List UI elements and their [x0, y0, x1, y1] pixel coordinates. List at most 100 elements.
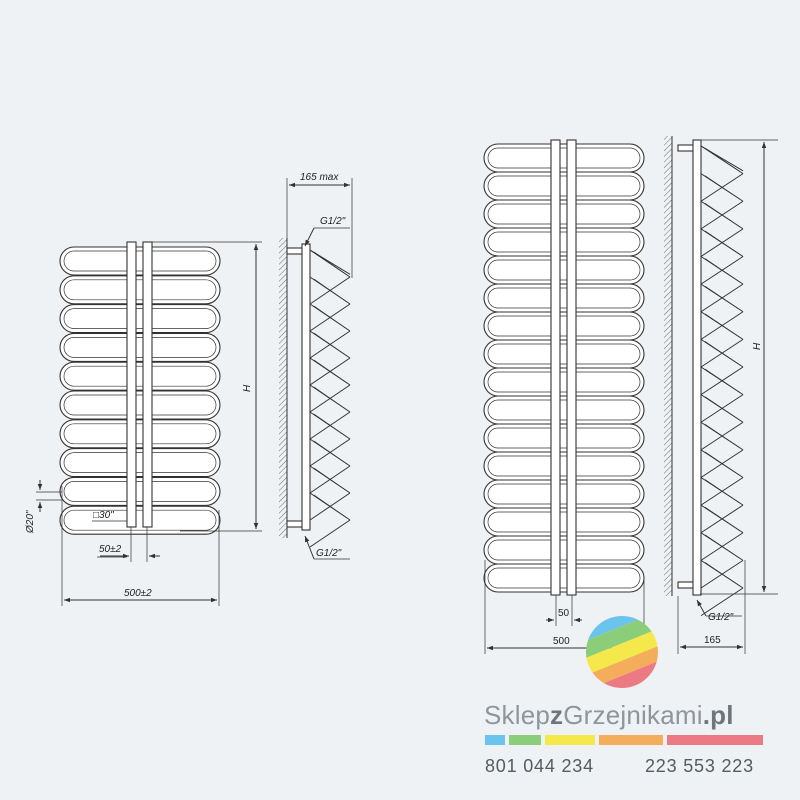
brand-color-bars [485, 735, 763, 745]
zigzag-bar-inner [313, 359, 348, 384]
left-dimension-lines [36, 241, 262, 606]
right-spacing-label: 50 [558, 608, 570, 619]
zigzag-top [309, 249, 351, 275]
heating-loop-inner [487, 259, 641, 281]
brand-logo-icon [575, 605, 669, 699]
heating-loop-inner [487, 427, 641, 449]
zigzag-bar-inner [704, 258, 741, 283]
brand-color-bar [509, 735, 541, 745]
zigzag-bar-inner [704, 562, 741, 587]
left-side-collector [301, 243, 311, 531]
heating-loop-inner [63, 279, 217, 301]
zigzag-top [700, 145, 744, 172]
brand-name-part1: Sklep [484, 700, 551, 730]
zigzag-bar-inner [313, 467, 348, 492]
right-collector-tube-1 [550, 139, 561, 596]
left-collector-square-label: □30" [93, 510, 114, 521]
left-height-label: H [242, 384, 253, 392]
right-side-view-zigzag [700, 145, 744, 617]
zigzag-bar-inner [704, 175, 741, 200]
right-side-dimension-lines [677, 139, 778, 654]
zigzag-bar-inner [704, 396, 741, 421]
brand-name-part4: .pl [702, 700, 734, 730]
heating-loop [59, 246, 221, 276]
left-thread-top-label: G1/2" [320, 216, 346, 227]
right-side-top-connector [677, 144, 695, 152]
heating-loop-inner [487, 203, 641, 225]
right-side-bottom-connector [677, 581, 695, 589]
heating-loop-inner [487, 287, 641, 309]
zigzag-bar [700, 587, 744, 617]
right-width-label: 500 [553, 636, 570, 647]
zigzag-bar-inner [313, 440, 348, 465]
brand-name-part2: z [550, 700, 564, 730]
zigzag-bar [309, 519, 351, 548]
heating-loop [59, 304, 221, 334]
left-width-label: 500±2 [124, 588, 152, 599]
heating-loop-inner [63, 394, 217, 416]
left-collector-tube-2 [142, 241, 153, 528]
heating-loop-inner [487, 567, 641, 589]
zigzag-bar-inner [704, 368, 741, 393]
right-height-label: H [752, 342, 763, 350]
heating-loop-inner [487, 343, 641, 365]
brand-color-bar [485, 735, 505, 745]
left-tube-diameter-label: Ø20" [25, 510, 36, 534]
right-front-view-loops [483, 143, 645, 593]
zigzag-bar-inner [704, 534, 741, 559]
right-thread-label: G1/2" [708, 612, 734, 623]
heating-loop-inner [487, 315, 641, 337]
left-side-view-zigzag [309, 249, 351, 548]
heating-loop-inner [63, 509, 217, 531]
heating-loop-inner [487, 371, 641, 393]
heating-loop [59, 448, 221, 478]
left-side-top-connector [286, 247, 304, 255]
zigzag-bar-inner [313, 332, 348, 357]
right-depth-label: 165 [704, 635, 721, 646]
heating-loop-inner [63, 337, 217, 358]
zigzag-bar-inner [704, 285, 741, 311]
heating-loop-inner [487, 483, 641, 505]
heating-loop-inner [63, 481, 217, 502]
phone-number-2: 223 553 223 [645, 756, 754, 776]
zigzag-bar-inner [704, 479, 741, 504]
heating-loop-inner [487, 231, 641, 253]
left-depth-label: 165 max [300, 172, 339, 183]
zigzag-bar-inner [704, 451, 741, 476]
left-thread-bottom-label: G1/2" [316, 548, 342, 559]
heating-loop [483, 563, 645, 593]
heating-loop [59, 419, 221, 449]
heating-loop-inner [487, 175, 641, 197]
zigzag-bar-inner [313, 494, 348, 519]
left-side-bottom-connector [286, 520, 304, 528]
right-wall-hatch [664, 136, 672, 596]
right-collector-tube-2 [566, 139, 577, 596]
heating-loop-inner [487, 511, 641, 533]
brand-name: SklepzGrzejnikami.pl [484, 700, 734, 731]
zigzag-bar-inner [313, 413, 348, 438]
heating-loop [59, 390, 221, 420]
heating-loop-inner [487, 399, 641, 421]
heating-loop [59, 332, 221, 362]
zigzag-bar-inner [704, 423, 741, 449]
zigzag-bar-inner [704, 313, 741, 338]
zigzag-bar-inner [313, 386, 348, 411]
zigzag-bar-inner [704, 341, 741, 366]
left-collector-tube-1 [126, 241, 137, 528]
brand-color-bar [545, 735, 595, 745]
heating-loop-inner [63, 423, 217, 445]
brand-name-part3: Grzejnikami [563, 700, 703, 730]
zigzag-bar-inner [704, 202, 741, 228]
zigzag-bar-inner [313, 278, 348, 303]
heating-loop-inner [63, 250, 217, 272]
heating-loop [59, 361, 221, 391]
left-spacing-label: 50±2 [99, 544, 122, 555]
right-side-collector [692, 139, 702, 596]
heating-loop-inner [487, 539, 641, 561]
zigzag-bar-inner [704, 230, 741, 255]
phone-number-1: 801 044 234 [485, 756, 594, 776]
zigzag-bar-inner [704, 506, 741, 532]
zigzag-bar-inner [313, 305, 348, 330]
heating-loop [59, 275, 221, 305]
